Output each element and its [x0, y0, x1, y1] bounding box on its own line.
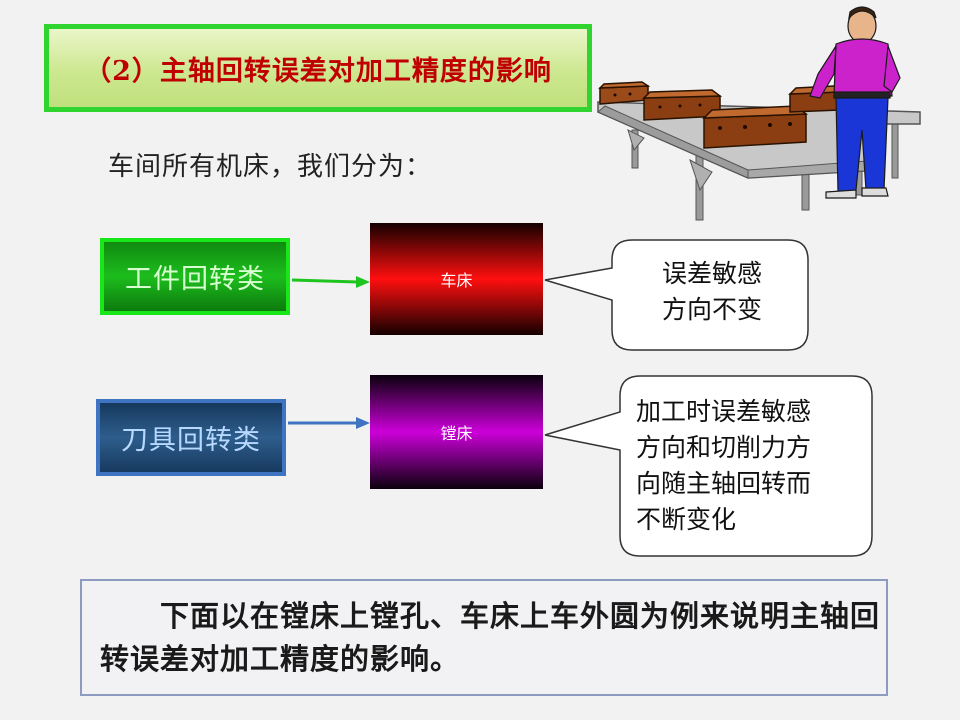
boring-note-line: 方向和切削力方 [636, 433, 812, 462]
workpiece-rotation-box: 工件回转类 [100, 238, 290, 315]
tool-rotation-box: 刀具回转类 [96, 399, 286, 476]
boring-note-line: 不断变化 [636, 505, 737, 534]
page-title: （2）主轴回转误差对加工精度的影响 [84, 55, 552, 87]
boring-note-line: 加工时误差敏感 [636, 397, 812, 426]
lathe-label: 车床 [440, 271, 473, 290]
lathe-note-text: 误差敏感 方向不变 [632, 256, 792, 328]
tool-rotation-label: 刀具回转类 [121, 425, 261, 456]
lathe-note-bubble [544, 239, 809, 351]
intro-text: 车间所有机床，我们分为： [108, 152, 433, 182]
boring-machine-box: 镗床 [370, 375, 543, 489]
arrow-workpiece-to-lathe [291, 276, 370, 288]
boring-machine-label: 镗床 [440, 424, 473, 443]
lathe-box: 车床 [370, 223, 543, 335]
boring-note-bubble [544, 375, 873, 557]
arrow-tool-to-boring [288, 417, 370, 429]
lathe-note-line: 方向不变 [661, 295, 762, 324]
boring-note-text: 加工时误差敏感 方向和切削力方 向随主轴回转而 不断变化 [636, 394, 868, 538]
workpiece-rotation-label: 工件回转类 [125, 264, 265, 295]
lathe-note-line: 误差敏感 [661, 259, 762, 288]
summary-box: 下面以在镗床上镗孔、车床上车外圆为例来说明主轴回转误差对加工精度的影响。 [80, 579, 888, 696]
summary-text: 下面以在镗床上镗孔、车床上车外圆为例来说明主轴回转误差对加工精度的影响。 [100, 599, 881, 676]
boring-note-line: 向随主轴回转而 [636, 469, 812, 498]
title-box: （2）主轴回转误差对加工精度的影响 [44, 24, 592, 112]
